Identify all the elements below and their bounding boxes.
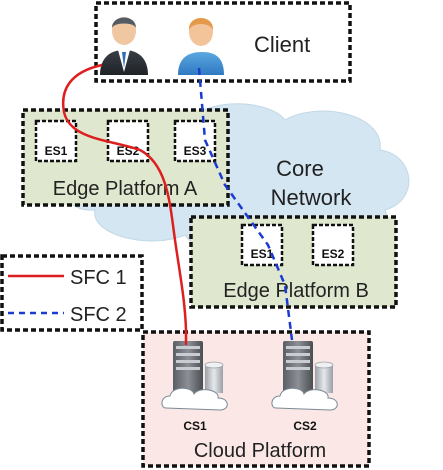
- user-icon: [178, 18, 224, 75]
- server-rack-icon: [161, 341, 228, 411]
- businessman-icon: [100, 17, 148, 75]
- edge-a-server-3-label: ES3: [184, 144, 207, 158]
- edge-platform-a: ES1 ES2 ES3 Edge Platform A: [21, 108, 230, 207]
- edge-a-label: Edge Platform A: [53, 178, 198, 200]
- edge-a-server-1: ES1: [34, 119, 78, 163]
- cloud-platform: CS1 CS2 Cloud Platform: [141, 330, 371, 468]
- edge-b-label: Edge Platform B: [223, 280, 369, 302]
- edge-b-border: [189, 215, 398, 309]
- edge-b-server-2-label: ES2: [322, 247, 345, 261]
- cloud-platform-label: Cloud Platform: [194, 440, 326, 462]
- edge-platform-b: ES1 ES2 Edge Platform B: [189, 215, 398, 309]
- edge-a-server-1-label: ES1: [45, 144, 68, 158]
- legend-sfc-2-label: SFC 2: [70, 304, 127, 326]
- core-label-line1: Core: [276, 156, 324, 181]
- cloud-server-1-label: CS1: [183, 419, 207, 433]
- edge-b-server-2: ES2: [311, 223, 355, 267]
- sfc-1-path: [61, 63, 188, 345]
- cloud-server-1: CS1: [161, 341, 228, 433]
- edge-a-server-2: ES2: [106, 119, 150, 163]
- cloud-server-2-label: CS2: [293, 419, 317, 433]
- sfc-2-path: [197, 67, 294, 341]
- legend: SFC 1 SFC 2: [0, 254, 144, 332]
- client-label: Client: [254, 32, 310, 57]
- core-label-line2: Network: [271, 185, 353, 210]
- legend-sfc-1-label: SFC 1: [70, 267, 127, 289]
- edge-a-server-3: ES3: [173, 119, 217, 163]
- legend-border: [0, 254, 144, 332]
- cloud-server-2: CS2: [271, 341, 338, 433]
- client-box: Client: [94, 1, 352, 83]
- edge-b-server-1: ES1: [240, 223, 284, 267]
- edge-b-server-1-label: ES1: [251, 247, 274, 261]
- server-rack-icon: [271, 341, 338, 411]
